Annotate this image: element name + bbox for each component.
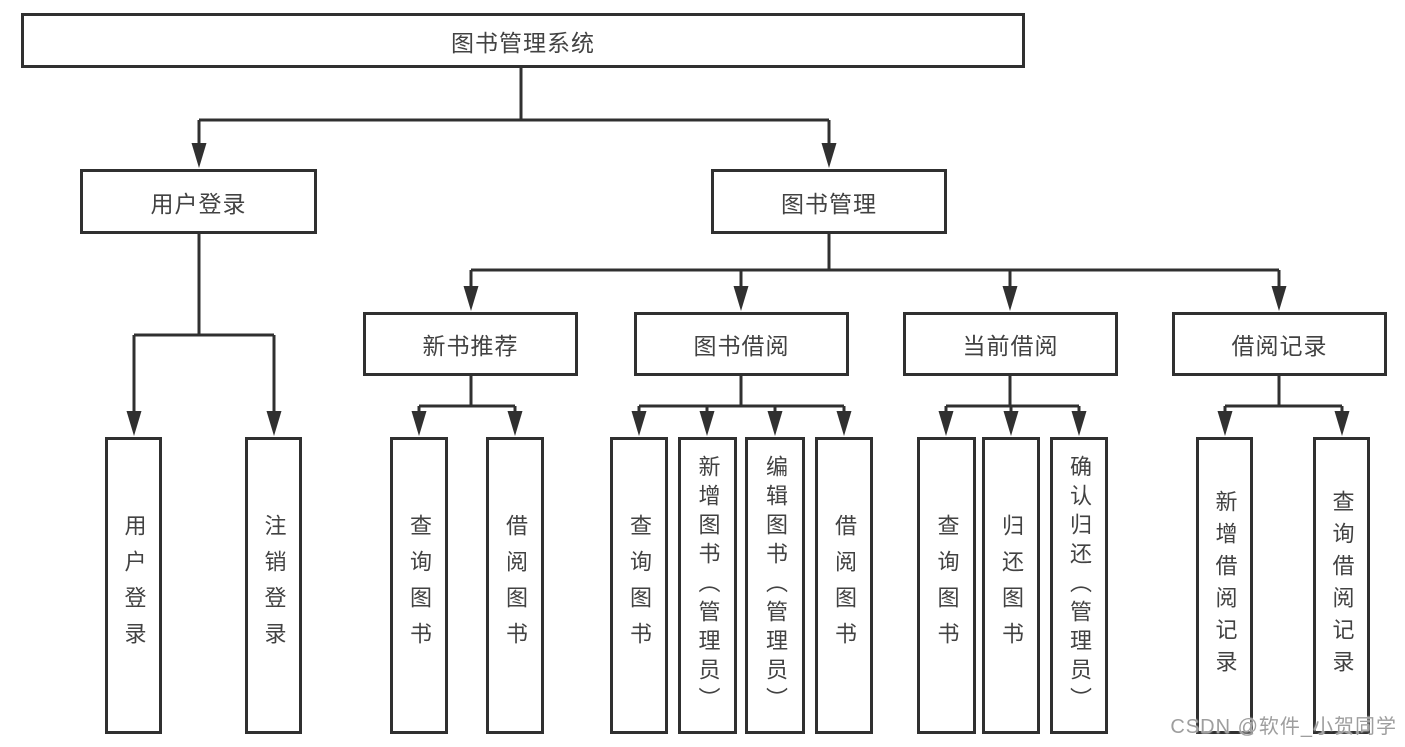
node-user-login: 用户登录	[80, 169, 317, 234]
node-root-label: 图书管理系统	[451, 29, 595, 56]
leaf-borrow-borrow-book-label: 借阅图书	[832, 513, 857, 658]
leaf-recommend-borrow-book: 借阅图书	[486, 437, 544, 734]
leaf-return-book: 归还图书	[982, 437, 1040, 734]
leaf-add-borrow-record-label: 新增借阅记录	[1212, 489, 1238, 682]
leaf-recommend-query-book: 查询图书	[390, 437, 448, 734]
leaf-recommend-query-book-label: 查询图书	[407, 513, 432, 658]
arrowheads	[126, 143, 1350, 436]
leaf-add-book-admin: 新增图书（管理员）	[678, 437, 737, 734]
node-book-management: 图书管理	[711, 169, 947, 234]
leaf-current-query-book-label: 查询图书	[934, 513, 960, 658]
leaf-edit-book-admin: 编辑图书（管理员）	[745, 437, 805, 734]
leaf-query-borrow-record-label: 查询借阅记录	[1329, 489, 1355, 682]
leaf-user-login: 用户登录	[105, 437, 162, 734]
leaf-borrow-query-book: 查询图书	[610, 437, 668, 734]
node-book-borrow: 图书借阅	[634, 312, 849, 376]
node-borrow-record: 借阅记录	[1172, 312, 1387, 376]
leaf-confirm-return-admin: 确认归还（管理员）	[1050, 437, 1108, 734]
leaf-logout-login-label: 注销登录	[261, 513, 287, 658]
leaf-edit-book-admin-label: 编辑图书（管理员）	[763, 455, 788, 716]
node-current-borrow-label: 当前借阅	[962, 333, 1059, 359]
leaf-borrow-borrow-book: 借阅图书	[815, 437, 873, 734]
node-user-login-label: 用户登录	[150, 190, 247, 217]
node-book-management-label: 图书管理	[781, 190, 877, 217]
leaf-recommend-borrow-book-label: 借阅图书	[503, 513, 528, 658]
leaf-return-book-label: 归还图书	[999, 513, 1024, 658]
leaf-query-borrow-record: 查询借阅记录	[1313, 437, 1370, 734]
leaf-confirm-return-admin-label: 确认归还（管理员）	[1067, 455, 1092, 716]
node-current-borrow: 当前借阅	[903, 312, 1118, 376]
node-new-book-recommend-label: 新书推荐	[422, 333, 519, 359]
node-new-book-recommend: 新书推荐	[363, 312, 578, 376]
csdn-watermark: CSDN @软件_小贺同学	[1170, 716, 1397, 738]
leaf-user-login-label: 用户登录	[121, 513, 147, 658]
leaf-current-query-book: 查询图书	[917, 437, 976, 734]
leaf-borrow-query-book-label: 查询图书	[627, 513, 652, 658]
node-book-borrow-label: 图书借阅	[693, 333, 790, 359]
leaf-logout-login: 注销登录	[245, 437, 302, 734]
leaf-add-book-admin-label: 新增图书（管理员）	[695, 455, 721, 716]
node-root-library-system: 图书管理系统	[21, 13, 1025, 68]
node-borrow-record-label: 借阅记录	[1231, 333, 1328, 359]
leaf-add-borrow-record: 新增借阅记录	[1196, 437, 1253, 734]
